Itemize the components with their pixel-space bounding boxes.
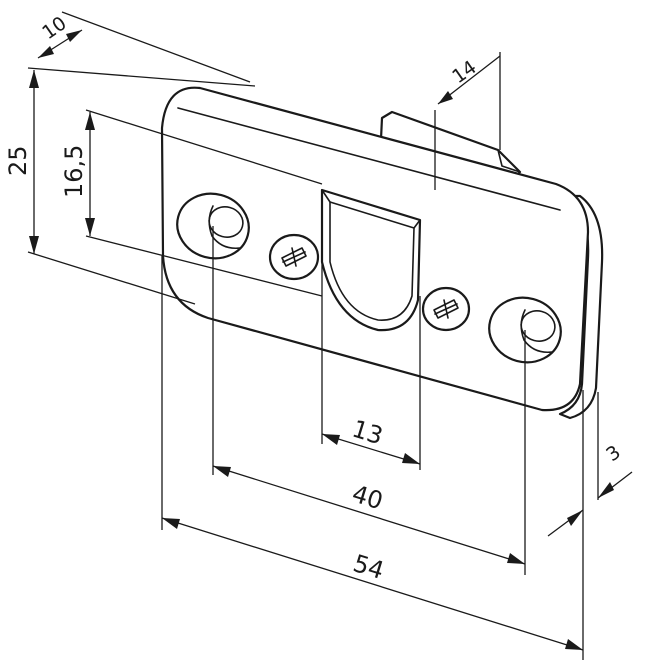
dimension-label-3: 3 [602,441,625,466]
dimension-label-54: 54 [350,549,387,585]
dimension-label-14: 14 [448,56,480,88]
arrowheads [29,30,614,650]
right-screw [421,286,471,332]
extension-lines [27,11,599,660]
latch-slot [320,188,422,332]
dimension-label-25: 25 [4,145,32,176]
dimension-label-16-5: 16,5 [60,145,88,198]
dimension-label-10: 10 [38,12,70,44]
left-screw [268,233,320,281]
dimension-label-13: 13 [349,415,386,451]
